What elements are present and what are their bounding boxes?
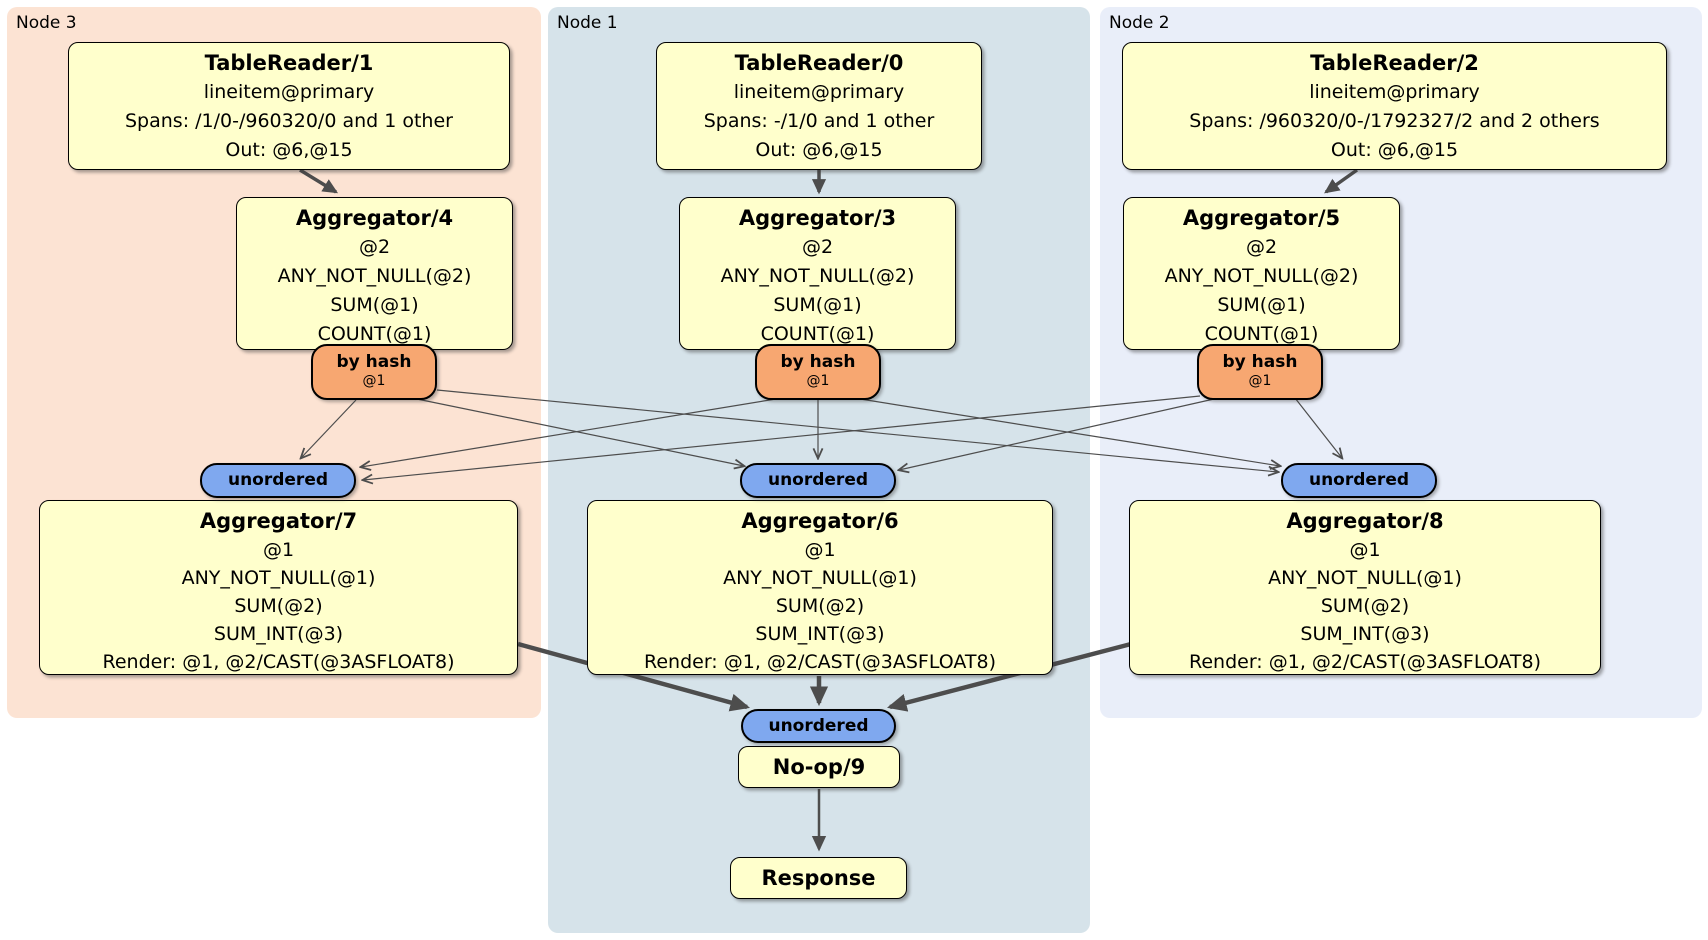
aggregator-7-title: Aggregator/7 <box>199 509 358 533</box>
sync-unordered-8: unordered <box>1281 463 1437 498</box>
tablereader-2-out: Out: @6,@15 <box>1330 139 1459 161</box>
node1-region-label: Node 1 <box>557 13 618 33</box>
router-by-hash-3-key: @1 <box>806 373 830 389</box>
aggregator-8-groupcols: @1 <box>1349 539 1381 561</box>
router-by-hash-4: by hash @1 <box>311 344 437 400</box>
edge-hash4-unordered8 <box>436 389 1278 472</box>
noop-9-box: No-op/9 <box>738 746 900 788</box>
node3-region-label: Node 3 <box>16 13 77 33</box>
aggregator-3-fn2: SUM(@1) <box>773 294 862 316</box>
aggregator-3-title: Aggregator/3 <box>738 206 897 230</box>
tablereader-2-box: TableReader/2 lineitem@primary Spans: /9… <box>1122 42 1667 170</box>
aggregator-5-fn2: SUM(@1) <box>1217 294 1306 316</box>
tablereader-1-spans: Spans: /1/0-/960320/0 and 1 other <box>125 110 453 132</box>
aggregator-5-fn3: COUNT(@1) <box>1204 323 1319 345</box>
tablereader-1-index: lineitem@primary <box>203 81 375 103</box>
response-title: Response <box>761 866 876 890</box>
aggregator-3-box: Aggregator/3 @2 ANY_NOT_NULL(@2) SUM(@1)… <box>679 197 956 350</box>
tablereader-2-spans: Spans: /960320/0-/1792327/2 and 2 others <box>1189 110 1600 132</box>
tablereader-2-index: lineitem@primary <box>1309 81 1480 103</box>
aggregator-3-groupcols: @2 <box>801 236 834 258</box>
tablereader-1-title: TableReader/1 <box>204 51 374 75</box>
edge-hash5-unordered7 <box>363 395 1201 480</box>
aggregator-6-fn2: SUM(@2) <box>775 595 865 617</box>
aggregator-4-title: Aggregator/4 <box>295 206 454 230</box>
aggregator-6-fn1: ANY_NOT_NULL(@1) <box>723 567 917 589</box>
aggregator-4-fn2: SUM(@1) <box>330 294 419 316</box>
tablereader-1-out: Out: @6,@15 <box>225 139 353 161</box>
edge-aggregator8-unordered9 <box>886 641 1132 712</box>
aggregator-8-fn3: SUM_INT(@3) <box>1300 623 1430 645</box>
router-by-hash-5: by hash @1 <box>1197 344 1323 400</box>
tablereader-1-box: TableReader/1 lineitem@primary Spans: /1… <box>68 42 510 170</box>
aggregator-5-box: Aggregator/5 @2 ANY_NOT_NULL(@2) SUM(@1)… <box>1123 197 1400 350</box>
router-by-hash-5-label: by hash <box>1222 352 1298 372</box>
aggregator-4-groupcols: @2 <box>358 236 391 258</box>
aggregator-7-fn3: SUM_INT(@3) <box>213 623 344 645</box>
aggregator-4-fn1: ANY_NOT_NULL(@2) <box>277 265 472 287</box>
edge-hash3-unordered7 <box>361 397 783 467</box>
tablereader-0-spans: Spans: -/1/0 and 1 other <box>703 110 935 132</box>
aggregator-8-fn1: ANY_NOT_NULL(@1) <box>1268 567 1462 589</box>
tablereader-0-title: TableReader/0 <box>734 51 904 75</box>
aggregator-8-fn2: SUM(@2) <box>1320 595 1410 617</box>
tablereader-0-index: lineitem@primary <box>733 81 905 103</box>
aggregator-7-fn2: SUM(@2) <box>234 595 323 617</box>
edge-tablereader2-aggregator5 <box>1324 168 1359 194</box>
aggregator-3-fn1: ANY_NOT_NULL(@2) <box>720 265 915 287</box>
aggregator-7-groupcols: @1 <box>262 539 295 561</box>
tablereader-0-out: Out: @6,@15 <box>755 139 883 161</box>
tablereader-2-title: TableReader/2 <box>1310 51 1479 75</box>
noop-9-title: No-op/9 <box>772 755 866 779</box>
aggregator-6-render: Render: @1, @2/CAST(@3ASFLOAT8) <box>644 651 996 673</box>
node2-region-label: Node 2 <box>1109 13 1170 33</box>
aggregator-3-fn3: COUNT(@1) <box>760 323 875 345</box>
router-by-hash-3: by hash @1 <box>755 344 881 400</box>
edge-hash5-unordered6 <box>899 398 1215 470</box>
sync-unordered-6: unordered <box>740 463 896 498</box>
router-by-hash-4-key: @1 <box>362 373 386 389</box>
aggregator-6-box: Aggregator/6 @1 ANY_NOT_NULL(@1) SUM(@2)… <box>587 500 1053 675</box>
sync-unordered-7: unordered <box>200 463 356 498</box>
aggregator-8-title: Aggregator/8 <box>1286 509 1444 533</box>
edge-tablereader1-aggregator4 <box>299 168 339 194</box>
aggregator-7-fn1: ANY_NOT_NULL(@1) <box>181 567 376 589</box>
tablereader-0-box: TableReader/0 lineitem@primary Spans: -/… <box>656 42 982 170</box>
edge-aggregator7-unordered9 <box>517 641 750 712</box>
aggregator-7-box: Aggregator/7 @1 ANY_NOT_NULL(@1) SUM(@2)… <box>39 500 518 675</box>
aggregator-6-groupcols: @1 <box>804 539 836 561</box>
aggregator-5-groupcols: @2 <box>1245 236 1278 258</box>
router-by-hash-3-label: by hash <box>780 352 856 372</box>
aggregator-5-title: Aggregator/5 <box>1182 206 1341 230</box>
aggregator-8-render: Render: @1, @2/CAST(@3ASFLOAT8) <box>1189 651 1541 673</box>
aggregator-8-box: Aggregator/8 @1 ANY_NOT_NULL(@1) SUM(@2)… <box>1129 500 1601 675</box>
aggregator-4-box: Aggregator/4 @2 ANY_NOT_NULL(@2) SUM(@1)… <box>236 197 513 350</box>
aggregator-7-render: Render: @1, @2/CAST(@3ASFLOAT8) <box>102 651 455 673</box>
sync-unordered-final: unordered <box>741 709 896 743</box>
response-box: Response <box>730 857 907 899</box>
aggregator-4-fn3: COUNT(@1) <box>317 323 432 345</box>
aggregator-6-title: Aggregator/6 <box>741 509 899 533</box>
aggregator-5-fn1: ANY_NOT_NULL(@2) <box>1164 265 1359 287</box>
edge-hash5-unordered8 <box>1294 397 1342 458</box>
edge-hash4-unordered7 <box>301 399 357 458</box>
router-by-hash-5-key: @1 <box>1248 373 1272 389</box>
aggregator-6-fn3: SUM_INT(@3) <box>755 623 885 645</box>
router-by-hash-4-label: by hash <box>336 352 412 372</box>
